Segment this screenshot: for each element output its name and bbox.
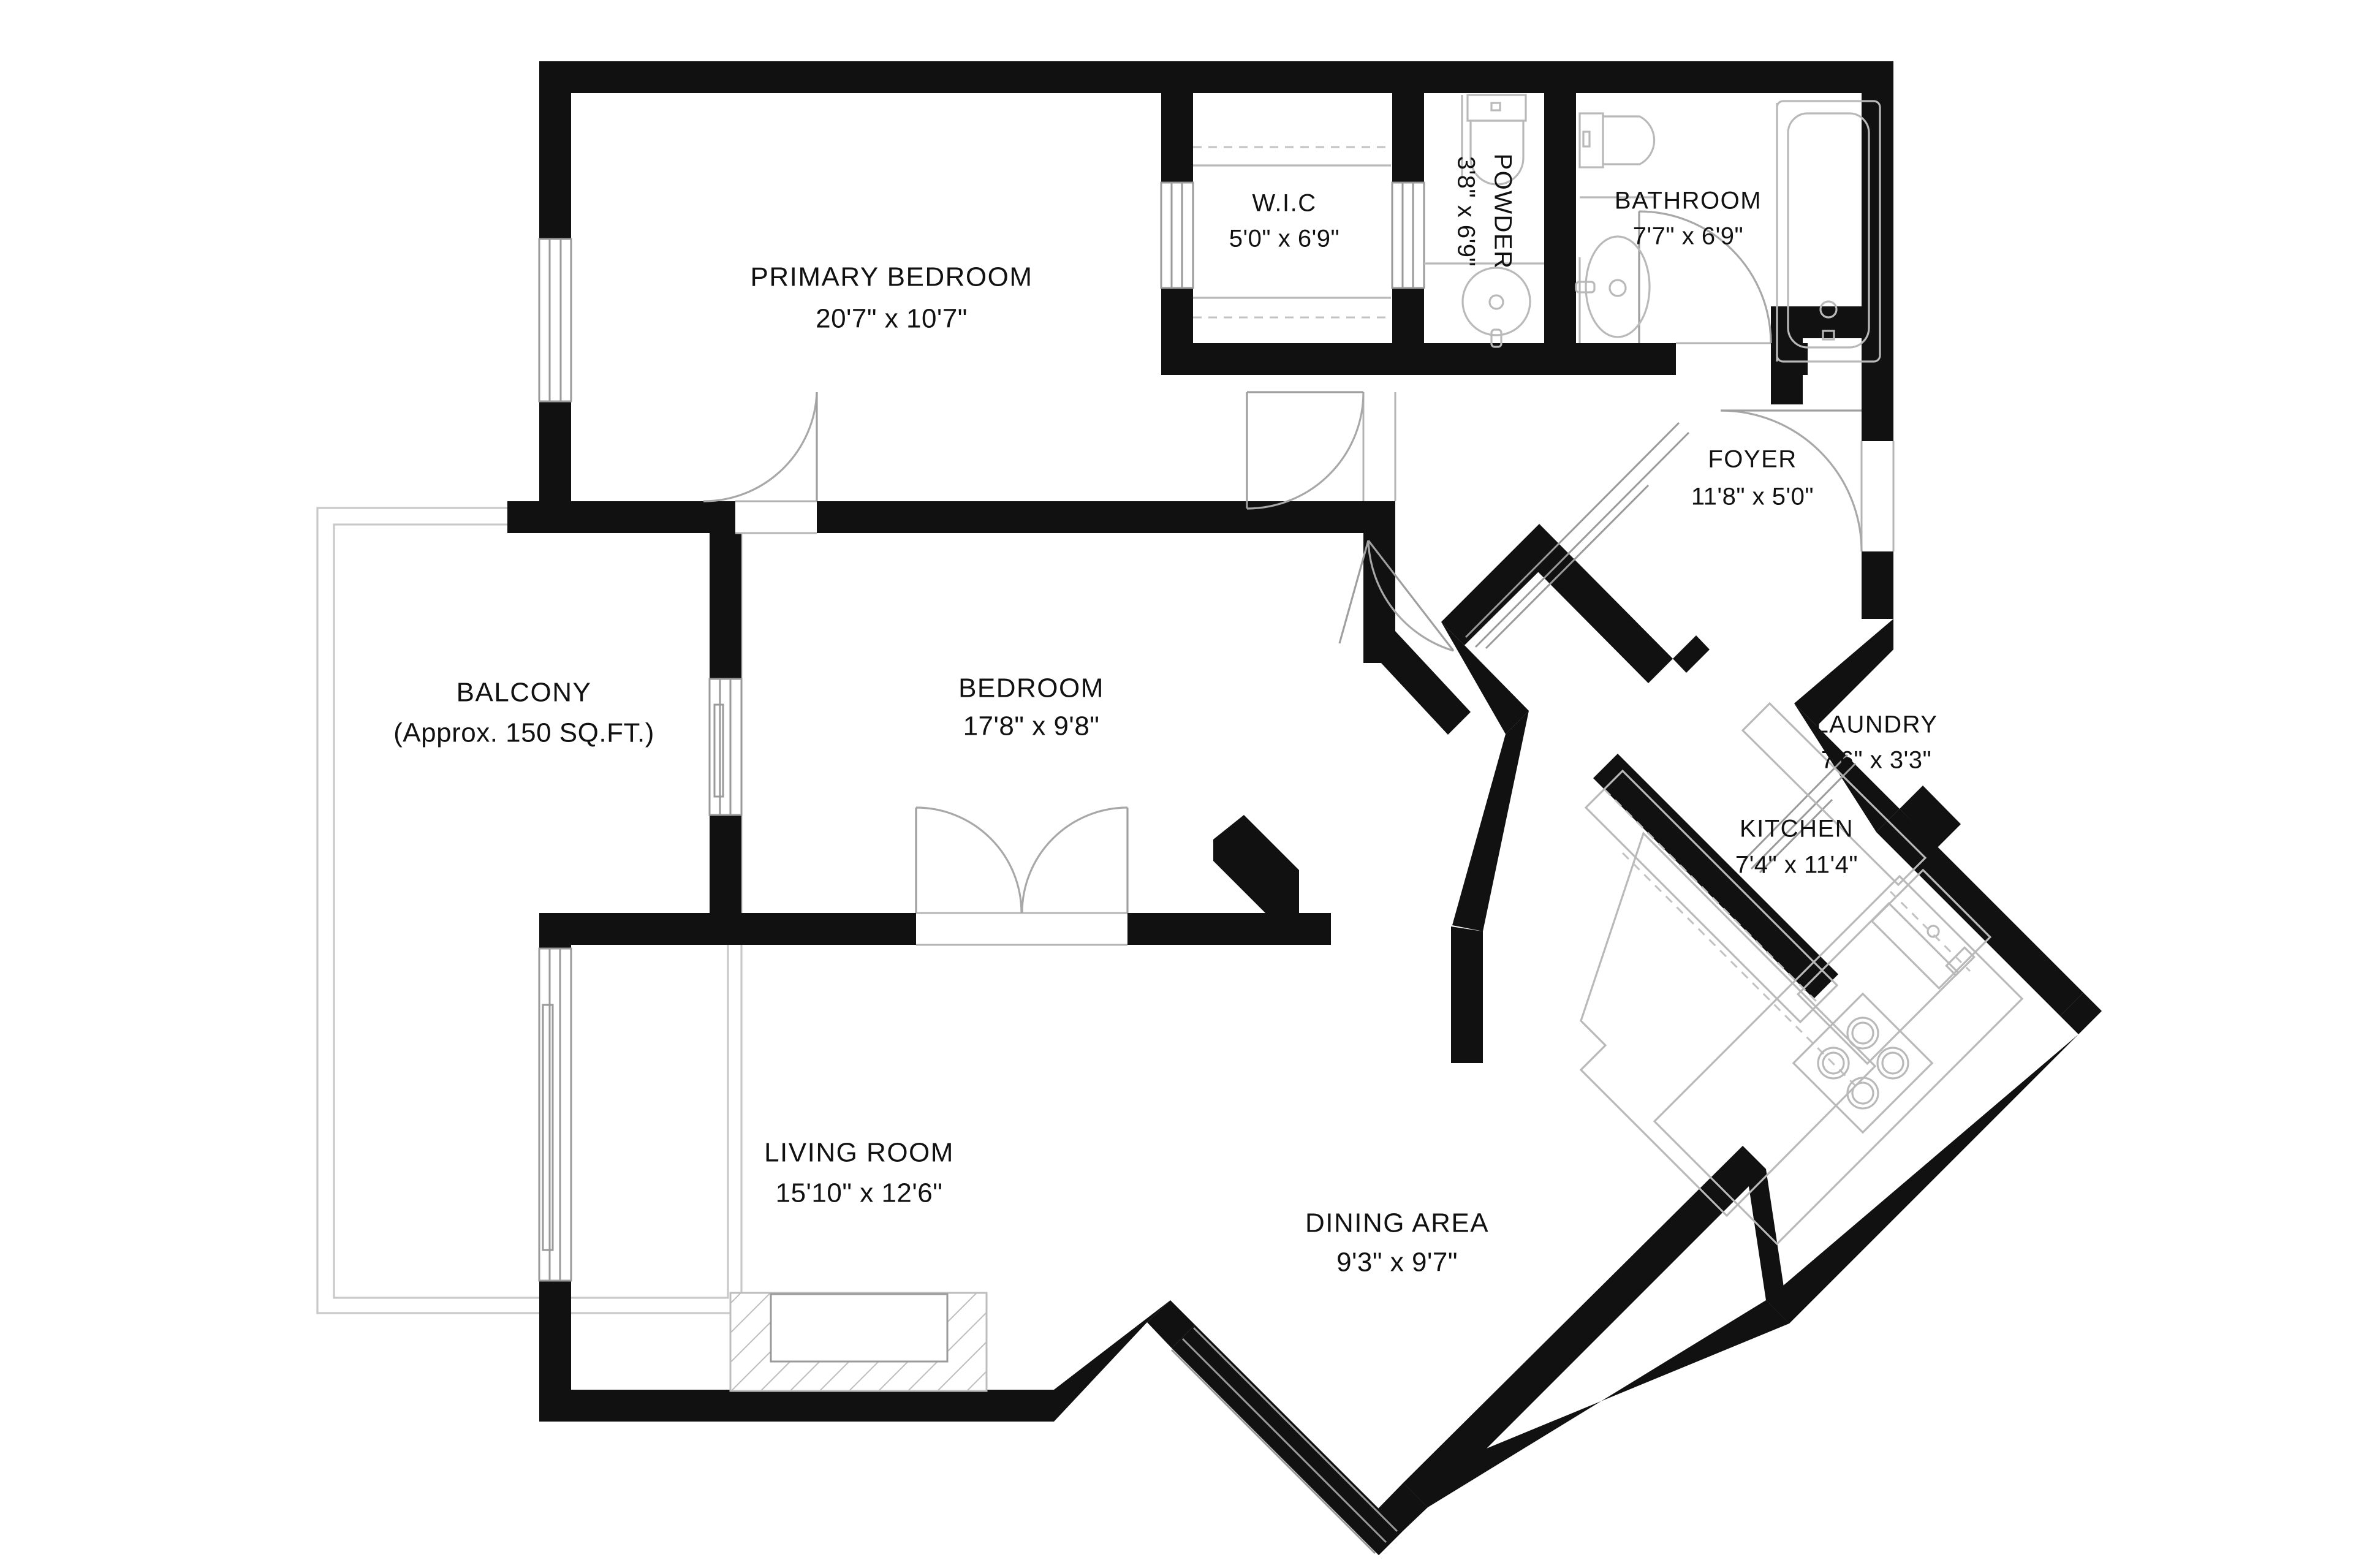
label-powder: POWDER (1489, 154, 1516, 270)
balcony-outline (316, 507, 743, 1314)
hall-closet-sliding-door (1464, 422, 1690, 650)
label-living-room: LIVING ROOM (764, 1138, 954, 1168)
dims-balcony: (Approx. 150 SQ.FT.) (393, 718, 654, 748)
interior-floor-lines (1193, 146, 1391, 319)
powder-pedestal-sink (1424, 262, 1544, 348)
stove-cooktop (1792, 992, 1934, 1134)
doors (703, 181, 1895, 946)
dining-window (1170, 1327, 1398, 1555)
bathroom-door (1638, 210, 1772, 375)
hall-door-bedroom (1246, 391, 1396, 510)
bathtub (1776, 100, 1881, 363)
label-primary-bedroom: PRIMARY BEDROOM (751, 262, 1033, 292)
primary-bedroom-door (703, 392, 818, 534)
windows (538, 238, 1857, 1555)
label-bathroom: BATHROOM (1615, 187, 1762, 214)
dims-bedroom: 17'8" x 9'8" (963, 711, 1100, 741)
bedroom-balcony-window (708, 678, 743, 816)
label-balcony: BALCONY (457, 678, 592, 708)
powder-door (1391, 181, 1425, 289)
living-room-fireplace (729, 1292, 988, 1392)
label-foyer: FOYER (1708, 446, 1797, 473)
dims-laundry: 7'6" x 3'3" (1821, 747, 1931, 774)
label-laundry: LAUNDRY (1815, 711, 1938, 738)
label-bedroom: BEDROOM (958, 673, 1104, 703)
dims-bathroom: 7'7" x 6'9" (1633, 223, 1743, 250)
label-kitchen: KITCHEN (1740, 816, 1854, 843)
dims-primary-bedroom: 20'7" x 10'7" (816, 304, 968, 334)
kitchen-fixtures (1579, 769, 2024, 1246)
laundry-fixtures (1741, 702, 1927, 887)
wic-door (1160, 181, 1194, 289)
kitchen-sink (1870, 868, 1992, 990)
bathroom-vanity (1575, 235, 1651, 343)
dims-kitchen: 7'4" x 11'4" (1735, 852, 1858, 879)
primary-bedroom-window (538, 238, 572, 403)
kitchen-counter-mid (1796, 901, 1960, 1066)
laundry-sliding-door (1742, 754, 1857, 874)
bathroom-fixtures (1575, 100, 1881, 363)
dims-foyer: 11'8" x 5'0" (1691, 483, 1814, 510)
dims-wic: 5'0" x 6'9" (1229, 225, 1339, 252)
powder-fixtures (1424, 94, 1544, 348)
bathroom-toilet (1578, 112, 1656, 199)
diagonal-walls (1054, 524, 2102, 1555)
kitchen-peninsula (1579, 831, 1877, 1218)
kitchen-counter-right (1653, 874, 2024, 1246)
corridor-diagonal-door (1338, 540, 1455, 652)
powder-toilet (1461, 94, 1527, 186)
label-wic: W.I.C (1252, 190, 1316, 217)
dims-dining-area: 9'3" x 9'7" (1336, 1248, 1458, 1278)
living-room-sliding-door (538, 947, 572, 1282)
dims-living-room: 15'10" x 12'6" (776, 1178, 943, 1208)
room-labels: PRIMARY BEDROOM 20'7" x 10'7" W.I.C 5'0"… (393, 154, 1938, 1278)
label-dining-area: DINING AREA (1305, 1208, 1489, 1238)
entry-door (1720, 409, 1895, 552)
dims-powder: 3'8" x 6'9" (1452, 156, 1479, 267)
exterior-walls (507, 61, 1893, 1422)
bedroom-double-door (915, 806, 1129, 946)
kitchen-island-counter (1584, 769, 1839, 1024)
